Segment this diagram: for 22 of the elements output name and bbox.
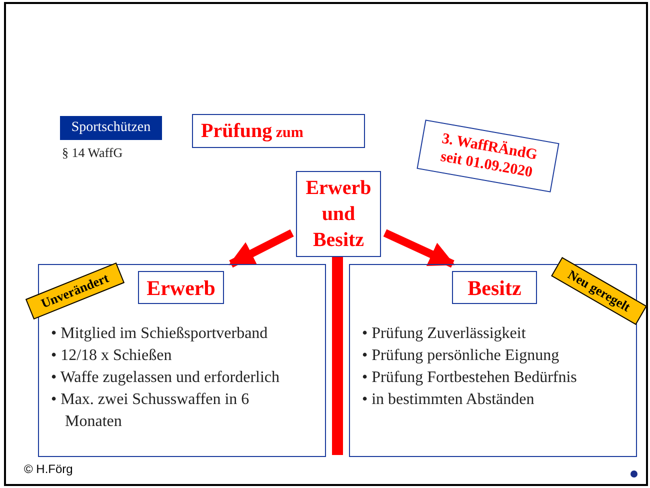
tag-text: Sportschützen [71,120,151,136]
panel-heading-box [452,271,537,304]
bullet-item: • Mitglied im Schießsportverband [51,324,269,344]
bullet-item: • Prüfung Zuverlässigkeit [362,324,527,344]
bullet-item: • Max. zwei Schusswaffen in 6 Monaten [51,390,250,432]
notice-text: 3. WaffRÄndG seit 01.09.2020 [438,130,540,183]
bullet-item: • 12/18 x Schießen [51,346,173,366]
bullet-item: • Prüfung persönliche Eignung [362,346,560,366]
heading-text: Prüfung zum [201,120,304,142]
law-reference: § 14 WaffG [62,145,123,161]
heading-box [192,114,365,148]
copyright-note: © H.Förg [24,462,73,476]
panel-heading-box [138,271,224,304]
topic-box [296,171,381,257]
bullet-item: • Prüfung Fortbestehen Bedürfnis [362,368,578,388]
arrow [383,229,455,268]
bullet-item: • Waffe zugelassen und erforderlich [51,368,281,388]
heading-text: Erwerb [146,274,216,300]
heading-text: Erwerb und Besitz [304,176,372,253]
arrow [228,229,294,268]
heading-text: Besitz [468,274,522,300]
bullet-item: • in bestimmten Abständen [362,390,536,410]
